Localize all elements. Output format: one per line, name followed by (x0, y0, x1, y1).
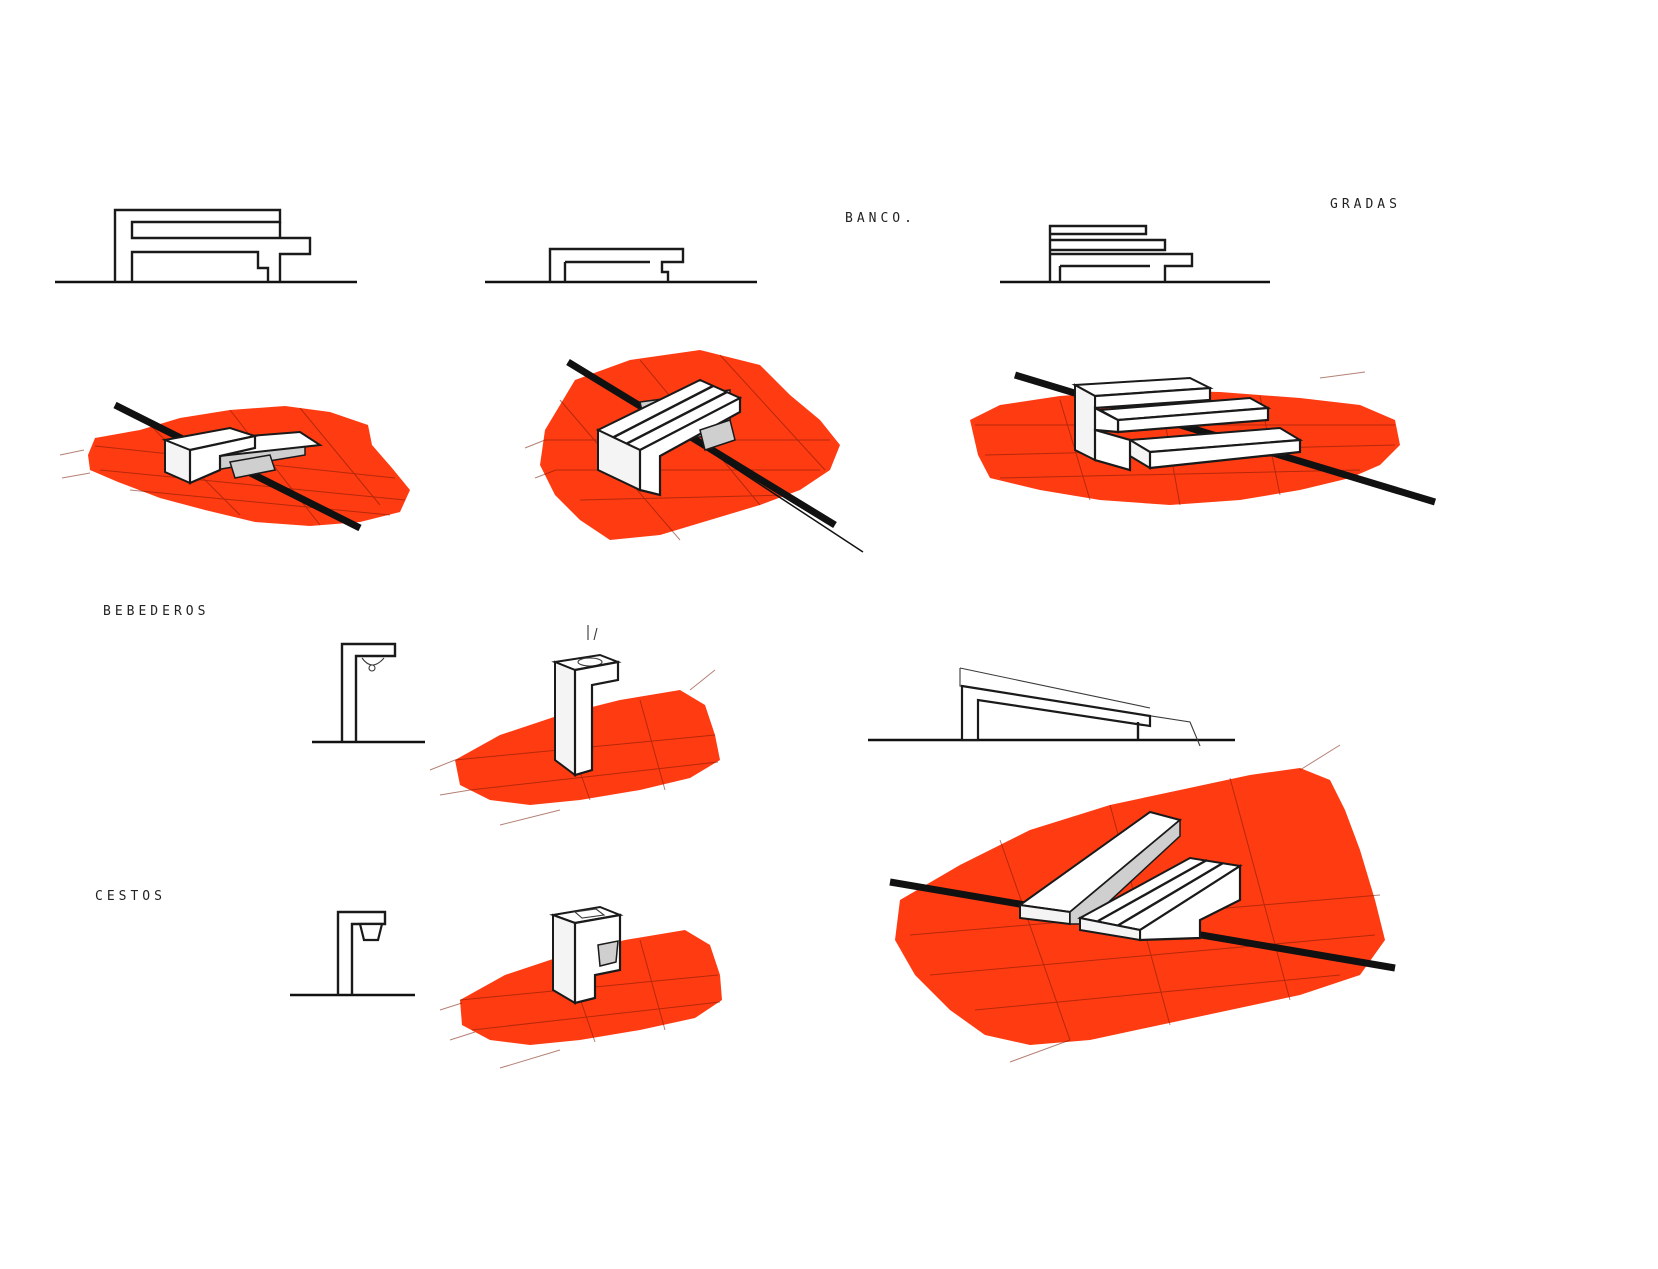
elevation-cesto (290, 910, 415, 997)
elevation-gradas (1000, 224, 1270, 284)
elevation-ramp-bench (868, 667, 1235, 747)
iso-gradas (970, 371, 1437, 506)
elevation-bebedero (312, 642, 425, 744)
elevation-bench-1 (55, 208, 357, 284)
iso-bench-1 (59, 401, 410, 532)
label-gradas: GRADAS (1330, 197, 1401, 212)
iso-bebedero (429, 625, 720, 826)
iso-ramp-bench (889, 744, 1396, 1063)
elevation-bench-2 (485, 247, 757, 284)
iso-cesto (439, 905, 722, 1069)
label-banco: BANCO. (845, 211, 916, 226)
iso-bench-2 (524, 350, 864, 553)
label-cestos: CESTOS (95, 889, 166, 904)
label-bebederos: BEBEDEROS (103, 604, 209, 619)
